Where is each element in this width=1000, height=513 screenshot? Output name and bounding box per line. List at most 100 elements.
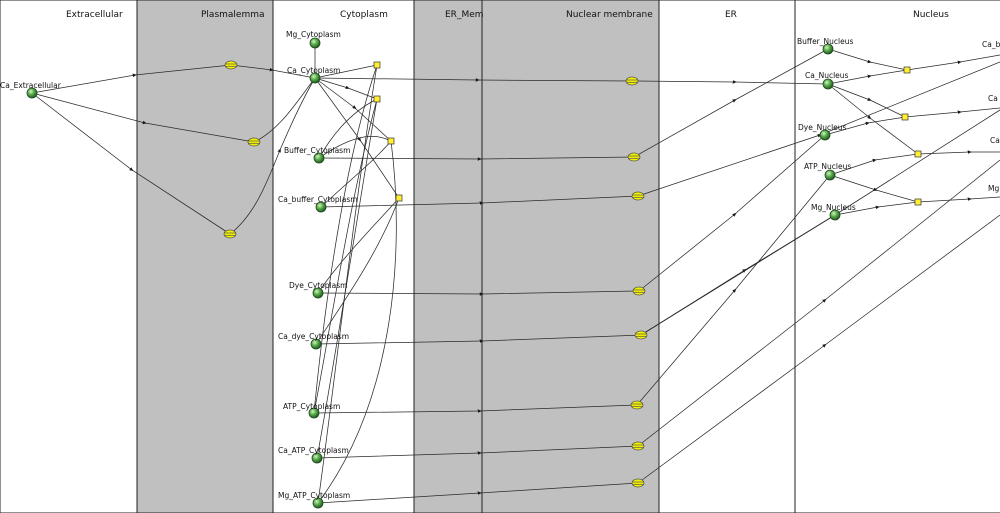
cut-species-label: Ca (988, 94, 998, 103)
edge-rxn8-out[interactable] (917, 196, 1000, 203)
edge-rxn5-out[interactable] (906, 54, 1000, 71)
species-node-mg-cytoplasm[interactable] (309, 37, 321, 49)
edge-caatp-cyt-nm[interactable] (316, 445, 639, 459)
edge-mgatp-rxn1[interactable] (317, 64, 378, 504)
edge-ca-ext-flux3[interactable] (31, 92, 231, 235)
species-node-ca-nucleus[interactable] (822, 78, 834, 90)
flux-icon[interactable] (223, 229, 237, 239)
species-node-ca-buffer-cytoplasm[interactable] (315, 201, 327, 213)
compartment-title-nucleus: Nucleus (913, 10, 949, 20)
species-node-atp-cytoplasm[interactable] (308, 407, 320, 419)
flux-nodes (223, 60, 648, 488)
flux-icon[interactable] (625, 76, 639, 86)
edge-ca-cyt-rxn3[interactable] (314, 77, 392, 142)
edge-dye-cyt-nm[interactable] (317, 290, 640, 296)
edge-flux3-ca-cyt[interactable] (229, 77, 316, 235)
edge-mg-nuc-rxn8[interactable] (834, 201, 919, 216)
species-node-atp-nucleus[interactable] (824, 169, 836, 181)
edge-buf-rxn2[interactable] (318, 98, 378, 159)
species-node-ca-atp-cytoplasm[interactable] (311, 452, 323, 464)
edge-dye-rxn4[interactable] (317, 197, 400, 294)
edge-nm-ca-nuc[interactable] (631, 80, 829, 85)
species-node-dye-nucleus[interactable] (819, 129, 831, 141)
edge-ca-ext-flux1[interactable] (31, 64, 232, 94)
species-label: Dye_Nucleus (798, 123, 847, 132)
edge-nm-buf-nuc[interactable] (633, 48, 829, 158)
edge-flux1-ca-cyt[interactable] (230, 64, 316, 79)
edge-atp-rxn1[interactable] (313, 64, 378, 414)
flux-icon[interactable] (631, 191, 645, 201)
edge-atp-nuc-rxn7[interactable] (829, 153, 919, 176)
compartment-extracellular[interactable] (0, 0, 138, 513)
edge-nm-caatp-nuc[interactable] (637, 159, 1000, 447)
compartment-title-plasmalemma: Plasmalemma (201, 10, 265, 20)
species-node-ca-cytoplasm[interactable] (309, 72, 321, 84)
edge-buf-nuc-rxn5[interactable] (827, 48, 908, 71)
flux-icon[interactable] (631, 478, 645, 488)
edge-nm-dye-nuc[interactable] (638, 134, 826, 292)
flux-icon[interactable] (634, 330, 648, 340)
edge-atp-rxn2[interactable] (313, 98, 378, 414)
species-node-mg-atp-cytoplasm[interactable] (312, 497, 324, 509)
edge-nm-mgatp-nuc[interactable] (637, 214, 1000, 484)
flux-icon[interactable] (224, 60, 238, 70)
flux-icon[interactable] (627, 152, 641, 162)
edge-flux2-ca-cyt[interactable] (253, 77, 316, 143)
edge-caatp-rxn2[interactable] (316, 98, 378, 459)
edge-dye-nuc-rxn6[interactable] (824, 116, 906, 136)
reaction-node[interactable] (903, 66, 911, 74)
reaction-node[interactable] (914, 198, 922, 206)
flux-icon[interactable] (631, 441, 645, 451)
species-node-buffer-nucleus[interactable] (822, 43, 834, 55)
species-node-ca-extracellular[interactable] (26, 87, 38, 99)
edge-mgatp-cyt-nm[interactable] (317, 482, 639, 504)
edge-cabuf-cyt-nm[interactable] (320, 195, 639, 208)
species-label: Ca_ATP_Cytoplasm (278, 446, 349, 455)
flux-icon[interactable] (632, 286, 646, 296)
reaction-node[interactable] (387, 137, 395, 145)
cut-species-label: Mg (988, 184, 999, 193)
species-label: Mg_ATP_Cytoplasm (278, 491, 350, 500)
edge-rxn7-out[interactable] (917, 150, 1000, 155)
reaction-node[interactable] (395, 194, 403, 202)
edge-atp-cyt-nm[interactable] (313, 404, 638, 414)
compartment-title-er-mem: ER_Mem (445, 10, 484, 20)
edge-nm-atp-nuc[interactable] (636, 174, 831, 406)
edge-ca-nuc-rxn6[interactable] (827, 83, 906, 118)
edge-caatp-loop[interactable] (317, 140, 397, 504)
edge-cadye-rxn4[interactable] (315, 197, 400, 345)
species-label: Buffer_Cytoplasm (284, 146, 350, 155)
flux-icon[interactable] (630, 400, 644, 410)
cut-species-label: Ca (990, 136, 1000, 145)
edge-ca-cyt-rxn1[interactable] (314, 64, 378, 79)
species-node-dye-cytoplasm[interactable] (312, 287, 324, 299)
species-node-ca-dye-cytoplasm[interactable] (310, 338, 322, 350)
reaction-node[interactable] (901, 113, 909, 121)
compartment-cytoplasm[interactable] (272, 0, 415, 513)
species-node-buffer-cytoplasm[interactable] (313, 152, 325, 164)
reaction-node[interactable] (914, 150, 922, 158)
edge-buf-rxn3[interactable] (318, 136, 392, 159)
compartment-plasmalemma[interactable] (136, 0, 274, 513)
compartment-title-er: ER (725, 10, 737, 20)
edge-rxn6-out[interactable] (904, 107, 1000, 118)
edge-cabuf-rxn3[interactable] (320, 140, 392, 208)
edge-ca-cyt-rxn4[interactable] (314, 77, 400, 199)
edge-ca-ext-flux2[interactable] (31, 92, 255, 143)
reaction-node[interactable] (373, 61, 381, 69)
compartment-nuclear-membrane[interactable] (481, 0, 660, 513)
edge-ca-cyt-nm[interactable] (314, 77, 633, 82)
edge-buf-cyt-nm[interactable] (318, 156, 635, 161)
species-node-mg-nucleus[interactable] (829, 209, 841, 221)
reaction-node[interactable] (373, 95, 381, 103)
edge-cadye-cyt-nm[interactable] (315, 334, 642, 345)
edge-ca-nuc-rxn7[interactable] (827, 83, 919, 155)
species-nodes (26, 37, 841, 509)
compartment-er[interactable] (658, 0, 796, 513)
flux-icon[interactable] (247, 137, 261, 147)
edge-ca-nuc-rxn5[interactable] (827, 69, 908, 85)
edge-atp-nuc-rxn8[interactable] (829, 174, 919, 203)
compartment-er-mem[interactable] (413, 0, 483, 513)
